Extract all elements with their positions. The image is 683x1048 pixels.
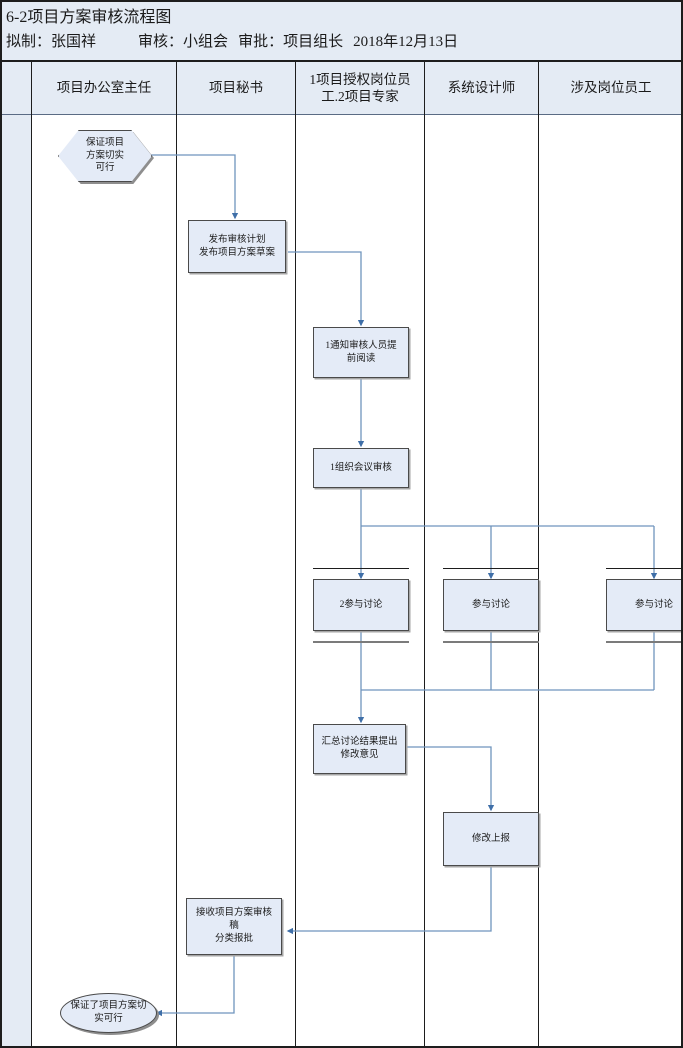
node-participate-discussion-designer[interactable]: 参与讨论: [443, 579, 539, 631]
document-meta-row: 拟制：张国祥 审核：小组会审批：项目组长 2018年12月13日: [6, 30, 458, 51]
reviewed-label: 审核：: [138, 34, 184, 50]
fork-bar-authorized: [313, 568, 409, 569]
join-bar-involved: [606, 641, 683, 643]
join-bar-authorized: [313, 641, 409, 643]
node-receive-review-draft[interactable]: 接收项目方案审核 稿 分类报批: [186, 898, 282, 955]
lane-header-authorized-staff: 1项目授权岗位员工.2项目专家: [295, 62, 424, 115]
prepared-by: 张国祥: [51, 34, 97, 50]
reviewed-by: 小组会: [183, 34, 229, 50]
title-block: 6-2项目方案审核流程图 拟制：张国祥 审核：小组会审批：项目组长 2018年12月…: [0, 0, 683, 62]
lane-header-office-director: 项目办公室主任: [31, 62, 176, 115]
node-summarize-opinions[interactable]: 汇总讨论结果提出 修改意见: [313, 724, 406, 774]
node-publish-review-plan[interactable]: 发布审核计划 发布项目方案草案: [188, 220, 286, 273]
join-bar-designer: [443, 641, 539, 643]
document-date: 2018年12月13日: [353, 34, 459, 50]
node-notify-reviewers[interactable]: 1通知审核人员提 前阅读: [313, 327, 409, 378]
lane-header-system-designer: 系统设计师: [424, 62, 538, 115]
lane-divider-4: [424, 115, 425, 1048]
node-n1-label: 保证项目 方案切实 可行: [58, 130, 152, 182]
node-n11-label: 保证了项目方案切 实可行: [60, 993, 157, 1033]
fork-bar-designer: [443, 568, 539, 569]
prepared-label: 拟制：: [6, 34, 52, 50]
lane-header-project-secretary: 项目秘书: [176, 62, 295, 115]
approved-label: 审批：: [238, 34, 284, 50]
page-title: 6-2项目方案审核流程图: [6, 9, 172, 26]
approved-by: 项目组长: [283, 34, 344, 50]
node-participate-discussion-involved[interactable]: 参与讨论: [606, 579, 683, 631]
node-participate-discussion-authorized[interactable]: 2参与讨论: [313, 579, 409, 631]
node-revise-and-report[interactable]: 修改上报: [443, 812, 539, 866]
lane-divider-3: [295, 115, 296, 1048]
lane-divider-2: [176, 115, 177, 1048]
lane-divider-1: [31, 115, 32, 1048]
node-start-hexagon[interactable]: 保证项目 方案切实 可行: [58, 130, 154, 184]
node-organize-review-meeting[interactable]: 1组织会议审核: [313, 448, 409, 488]
node-end-oval[interactable]: 保证了项目方案切 实可行: [60, 993, 159, 1035]
lane-header-involved-staff: 涉及岗位员工: [538, 62, 683, 115]
fork-bar-involved: [606, 568, 683, 569]
swimlane-header-row: 项目办公室主任 项目秘书 1项目授权岗位员工.2项目专家 系统设计师 涉及岗位员…: [0, 62, 683, 115]
lane-gutter-column: [0, 115, 31, 1048]
